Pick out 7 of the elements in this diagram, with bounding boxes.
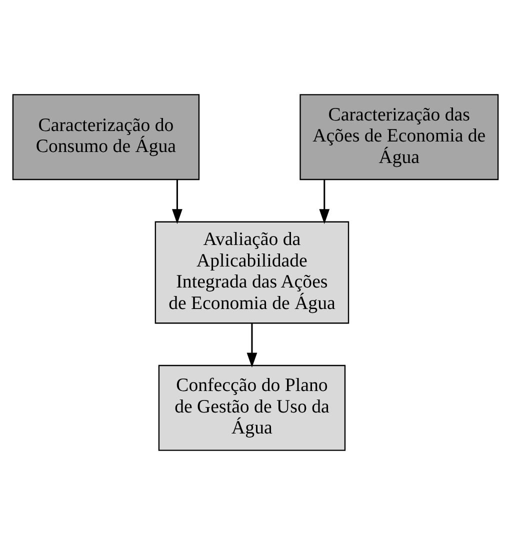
node-box: Caracterização do Consumo de Água <box>12 94 200 180</box>
node-box: Caracterização das Ações de Economia de Água <box>300 94 499 180</box>
node-box: Avaliação da Aplicabilidade Integrada das Ações de Economia de Água <box>154 221 350 324</box>
arrow <box>246 323 258 368</box>
arrow <box>172 180 182 224</box>
arrow <box>319 180 330 224</box>
node-box: Confecção do Plano de Gestão de Uso da Água <box>158 364 346 451</box>
